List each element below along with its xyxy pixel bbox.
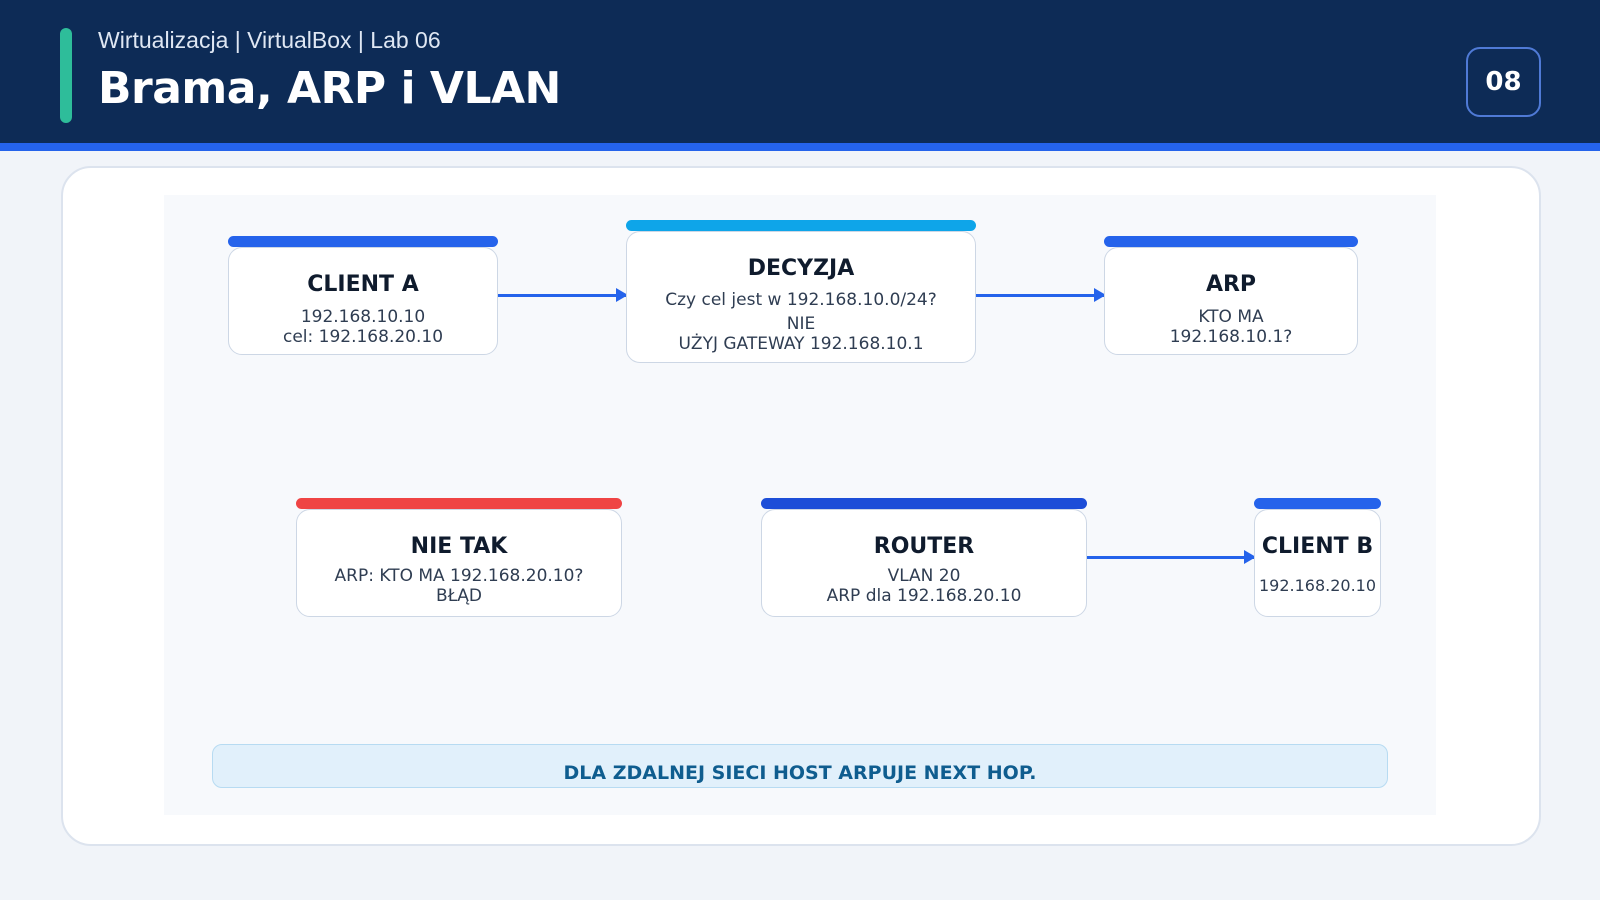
key-takeaway-note: DLA ZDALNEJ SIECI HOST ARPUJE NEXT HOP. (212, 744, 1388, 788)
node-client-b: CLIENT B 192.168.20.10 (1254, 498, 1381, 617)
node-title: ARP (1205, 272, 1257, 297)
node-line: 192.168.10.10 (300, 307, 426, 327)
arrow-decision-to-arp (976, 288, 1106, 302)
node-title: NIE TAK (410, 534, 508, 559)
node-arp: ARP KTO MA 192.168.10.1? (1104, 236, 1358, 355)
node-text: Czy cel jest w 192.168.10.0/24? NIE UŻYJ… (627, 290, 975, 354)
node-line: Czy cel jest w 192.168.10.0/24? (665, 290, 937, 310)
node-title: DECYZJA (747, 256, 855, 281)
node-client-a: CLIENT A 192.168.10.10 cel: 192.168.20.1… (228, 236, 498, 355)
node-line: cel: 192.168.20.10 (282, 327, 444, 347)
node-text: 192.168.20.10 (1255, 576, 1380, 596)
node-bar (1104, 236, 1358, 247)
node-bar (228, 236, 498, 247)
arrow-client-a-to-decision (498, 288, 628, 302)
arrow-router-to-client-b (1087, 550, 1256, 564)
node-line: 192.168.20.10 (1258, 576, 1377, 595)
node-wrong-way: NIE TAK ARP: KTO MA 192.168.20.10? BŁĄD (296, 498, 622, 617)
node-bar (626, 220, 976, 231)
node-text: 192.168.10.10 cel: 192.168.20.10 (229, 307, 497, 347)
node-line: ARP: KTO MA 192.168.20.10? (334, 566, 584, 586)
node-line: VLAN 20 (887, 566, 961, 586)
node-line: ARP dla 192.168.20.10 (826, 586, 1022, 606)
node-title: CLIENT B (1261, 534, 1374, 559)
title-accent-bar (60, 28, 72, 123)
page-title: Brama, ARP i VLAN (98, 63, 561, 114)
node-text: KTO MA 192.168.10.1? (1105, 307, 1357, 347)
node-text: VLAN 20 ARP dla 192.168.20.10 (762, 566, 1086, 606)
node-title: CLIENT A (307, 272, 419, 297)
header-stripe (0, 143, 1600, 151)
node-line: NIE (786, 314, 816, 334)
node-router: ROUTER VLAN 20 ARP dla 192.168.20.10 (761, 498, 1087, 617)
node-bar (761, 498, 1087, 509)
node-title: ROUTER (873, 534, 975, 559)
node-bar (1254, 498, 1381, 509)
node-decision: DECYZJA Czy cel jest w 192.168.10.0/24? … (626, 220, 976, 363)
node-line: 192.168.10.1? (1169, 327, 1293, 347)
node-line: KTO MA (1198, 307, 1264, 327)
slide-number-badge: 08 (1466, 47, 1541, 117)
node-line: BŁĄD (436, 586, 482, 606)
header-banner (0, 0, 1600, 143)
breadcrumb-subtitle: Wirtualizacja | VirtualBox | Lab 06 (98, 27, 441, 53)
node-line: UŻYJ GATEWAY 192.168.10.1 (678, 334, 924, 354)
node-text: ARP: KTO MA 192.168.20.10? BŁĄD (297, 566, 621, 606)
node-bar (296, 498, 622, 509)
